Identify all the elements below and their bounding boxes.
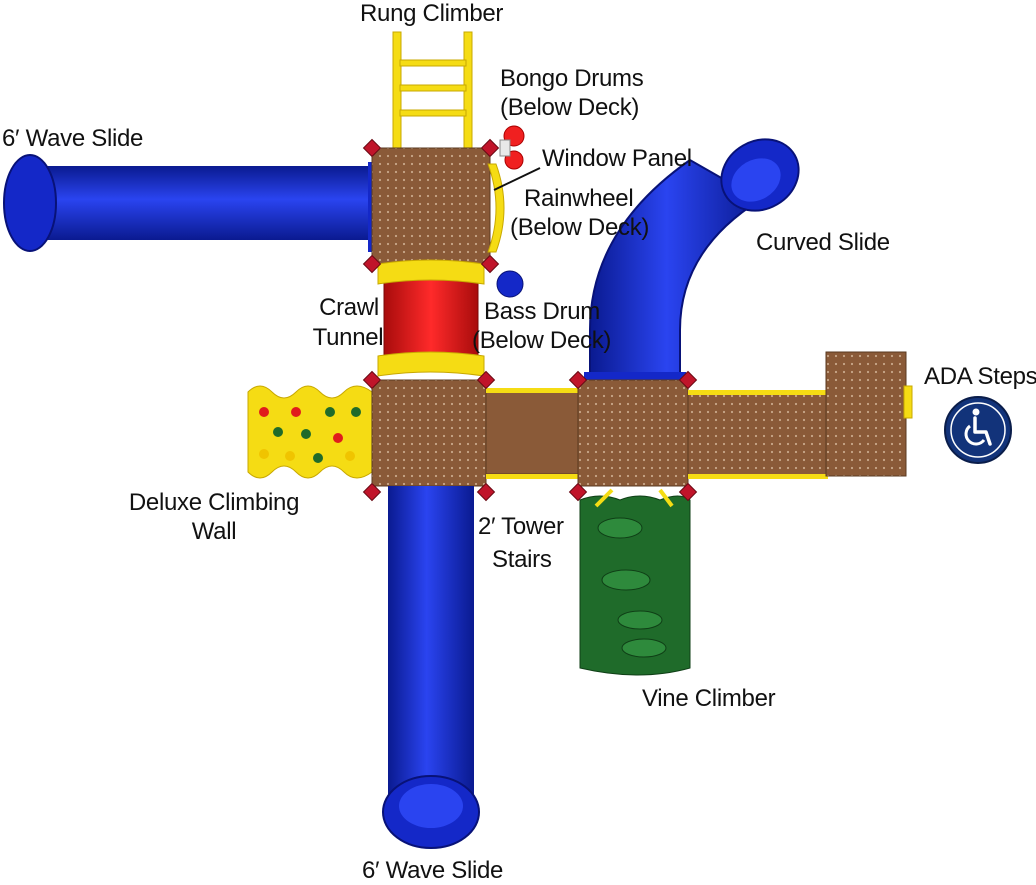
wave-slide-top bbox=[3, 154, 380, 252]
rung-climber bbox=[392, 31, 473, 151]
label-vine-climber: Vine Climber bbox=[642, 685, 776, 712]
label-rung-climber: Rung Climber bbox=[360, 0, 504, 27]
crawl-tunnel bbox=[377, 259, 485, 377]
label-rainwheel-sub: (Below Deck) bbox=[510, 214, 650, 241]
label-curved-slide: Curved Slide bbox=[756, 229, 890, 256]
wave-slide-bottom bbox=[382, 486, 480, 849]
label-bongo-drums-sub: (Below Deck) bbox=[500, 94, 640, 121]
ada-ramp bbox=[687, 351, 913, 479]
wheelchair-icon bbox=[944, 396, 1012, 464]
upper-deck bbox=[371, 147, 505, 265]
label-crawl-tunnel-sub: Tunnel bbox=[312, 324, 384, 351]
label-wave-slide-top: 6′ Wave Slide bbox=[2, 125, 144, 152]
main-deck bbox=[371, 379, 689, 487]
curved-slide bbox=[584, 138, 800, 382]
label-rainwheel: Rainwheel bbox=[524, 185, 634, 212]
label-ada-steps: ADA Steps bbox=[924, 363, 1036, 390]
label-tower-stairs: 2′ Tower bbox=[478, 513, 564, 540]
label-tower-stairs-sub: Stairs bbox=[492, 546, 552, 573]
label-climbing-wall-sub: Wall bbox=[191, 518, 237, 545]
window-panel-leader bbox=[493, 167, 541, 191]
label-wave-slide-bottom: 6′ Wave Slide bbox=[362, 857, 504, 884]
label-climbing-wall: Deluxe Climbing bbox=[128, 489, 300, 516]
deck-clamps bbox=[362, 138, 698, 502]
climbing-wall bbox=[247, 385, 373, 479]
label-bass-drum: Bass Drum bbox=[484, 298, 600, 325]
bongo-drums bbox=[499, 125, 525, 170]
label-crawl-tunnel: Crawl bbox=[319, 294, 379, 321]
label-window-panel: Window Panel bbox=[542, 145, 692, 172]
vine-climber bbox=[579, 488, 691, 676]
label-bass-drum-sub: (Below Deck) bbox=[472, 327, 612, 354]
bass-drum bbox=[496, 270, 524, 298]
label-bongo-drums: Bongo Drums bbox=[500, 65, 644, 92]
